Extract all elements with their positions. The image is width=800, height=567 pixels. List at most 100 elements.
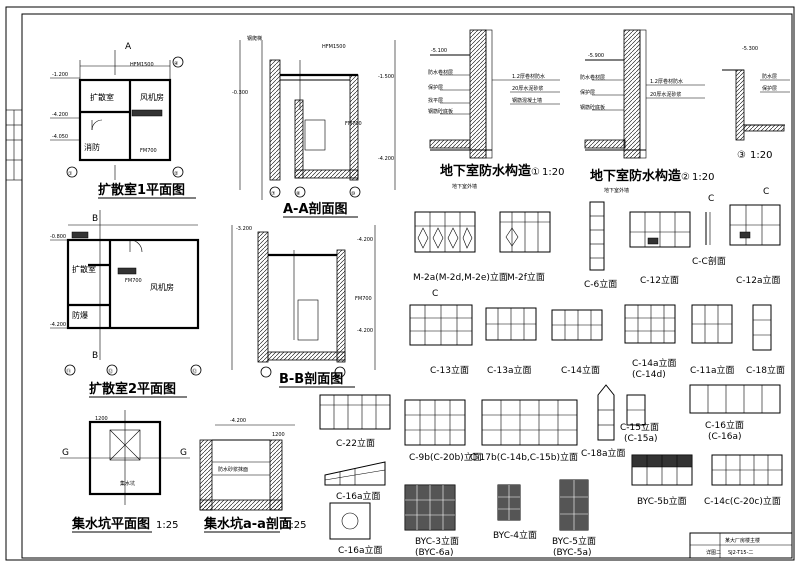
- svg-text:防水卷材层: 防水卷材层: [428, 69, 453, 76]
- svg-text:FM700: FM700: [140, 148, 157, 154]
- elev-c12-label: C-12立面: [640, 274, 679, 286]
- title-block: 某大厂房楼主楼 详图二 SJ2-T15-二: [689, 532, 793, 559]
- svg-text:1.2厚卷材防水: 1.2厚卷材防水: [512, 73, 545, 80]
- svg-text:①: ①: [68, 171, 73, 177]
- svg-text:-4.200: -4.200: [50, 322, 66, 328]
- svg-text:C: C: [708, 194, 714, 204]
- grid-axis-bubble: [66, 166, 78, 178]
- elev-byc5-label: BYC-5立面: [552, 535, 596, 547]
- section-bb-title: B-B剖面图: [279, 371, 343, 387]
- elev-c11a-drawing: [691, 304, 733, 344]
- svg-text:⑫: ⑫: [108, 368, 113, 375]
- elev-c22-label: C-22立面: [336, 437, 375, 449]
- sump-plan-title: 集水坑平面图: [71, 516, 150, 532]
- svg-text:-0.300: -0.300: [232, 90, 248, 96]
- elev-c13a-label: C-13a立面: [487, 364, 532, 376]
- svg-text:钢筋砼底板: 钢筋砼底板: [428, 108, 453, 115]
- grid-axis-bubble: [269, 186, 281, 198]
- svg-text:地下室外墙: 地下室外墙: [452, 183, 477, 190]
- svg-text:(C-14d): (C-14d): [632, 370, 666, 380]
- svg-text:1:20: 1:20: [750, 150, 772, 161]
- svg-text:B: B: [92, 351, 98, 361]
- elev-m2a-drawing: [414, 211, 476, 253]
- sheet-border: [5, 6, 795, 561]
- svg-text:FM700: FM700: [355, 296, 372, 302]
- plan1-title: 扩散室1平面图: [98, 182, 185, 198]
- elev-c18-drawing: [752, 304, 772, 351]
- elev-c14-drawing: [551, 309, 603, 341]
- svg-text:保护层: 保护层: [428, 84, 443, 91]
- elev-c11a-label: C-11a立面: [690, 364, 735, 376]
- svg-text:风机房: 风机房: [150, 282, 174, 292]
- svg-text:1200: 1200: [272, 432, 285, 438]
- elev-c14c-label: C-14c(C-20c)立面: [704, 495, 781, 507]
- elev-cc-label: C-C剖面: [692, 255, 726, 267]
- elev-c15-drawing: [626, 394, 646, 426]
- elev-c6-label: C-6立面: [584, 278, 617, 290]
- svg-text:G: G: [62, 448, 69, 458]
- waterproof-detail-1: -5.100 防水卷材层 保护层 找平层 钢筋砼底板 1.2厚卷材防水 20厚水…: [428, 29, 560, 159]
- svg-text:FM700: FM700: [345, 121, 362, 127]
- elev-byc5-drawing: [559, 479, 589, 531]
- svg-text:-5.100: -5.100: [431, 48, 447, 54]
- waterproof-detail-2: -5.900 防水卷材层 保护层 钢筋砼底板 1.2厚卷材防水 20厚水泥砂浆: [580, 29, 705, 159]
- svg-text:-3.200: -3.200: [236, 226, 252, 232]
- elev-c14a-label: C-14a立面: [632, 357, 677, 369]
- elev-m2a-label: M-2a(M-2d,M-2e)立面: [413, 271, 508, 283]
- svg-text:SJ2-T15-二: SJ2-T15-二: [728, 550, 753, 556]
- grid-axis-bubble: [349, 186, 361, 198]
- elev-cc-drawing: [705, 212, 711, 245]
- svg-text:(BYC-6a): (BYC-6a): [415, 548, 453, 558]
- svg-text:防爆: 防爆: [72, 310, 88, 320]
- elev-byc4-drawing: [497, 484, 521, 521]
- elev-byc3-label: BYC-3立面: [415, 535, 459, 547]
- svg-text:HFM1500: HFM1500: [322, 44, 346, 50]
- plan1-section-mark: A: [125, 42, 132, 52]
- svg-text:-1.200: -1.200: [52, 72, 68, 78]
- plan2-title: 扩散室2平面图: [89, 381, 176, 397]
- svg-text:B: B: [92, 214, 98, 224]
- svg-text:找平层: 找平层: [428, 97, 443, 104]
- svg-text:1:20: 1:20: [542, 167, 564, 178]
- elev-c12-drawing: [629, 211, 691, 248]
- elev-c14-label: C-14立面: [561, 364, 600, 376]
- elev-byc4-label: BYC-4立面: [493, 529, 537, 541]
- left-title-strip: [6, 109, 22, 181]
- elev-c13a-drawing: [485, 307, 537, 341]
- elev-c15-label: C-15立面: [620, 421, 659, 433]
- elev-c16-label: C-16立面: [705, 419, 744, 431]
- elev-c22-drawing: [319, 394, 391, 430]
- grid-axis-bubble: [106, 364, 118, 376]
- svg-text:④: ④: [174, 61, 179, 67]
- elev-c9b-drawing: [404, 399, 466, 446]
- elev-c16a-label: C-16a立面: [336, 490, 381, 502]
- section-aa-title: A-A剖面图: [283, 201, 348, 217]
- elev-c14a-drawing: [624, 304, 676, 344]
- svg-text:扩散室: 扩散室: [72, 264, 96, 274]
- svg-text:1:20: 1:20: [692, 172, 714, 183]
- svg-text:C: C: [763, 187, 769, 197]
- svg-text:(C-16a): (C-16a): [708, 432, 742, 442]
- svg-text:防水砂浆抹面: 防水砂浆抹面: [218, 466, 248, 473]
- plan1-drawing: A A 扩散室 风机房 消防 -1.200 -4.200 -4.050 FM70…: [50, 42, 184, 193]
- svg-text:消防: 消防: [84, 142, 100, 152]
- grid-axis-bubble: [172, 166, 184, 178]
- elev-c14c-drawing: [711, 454, 783, 486]
- svg-text:20厚水泥砂浆: 20厚水泥砂浆: [650, 91, 681, 98]
- grid-axis-bubble: [334, 366, 346, 378]
- sump-section-drawing: -4.200 防水砂浆抹面 1200: [199, 418, 295, 511]
- grid-axis-bubble: [64, 364, 76, 376]
- svg-text:(BYC-5a): (BYC-5a): [553, 548, 591, 558]
- svg-text:集水坑: 集水坑: [120, 480, 135, 487]
- waterproof-title-2: 地下室防水构造: [590, 168, 682, 184]
- waterproof-detail-3: -5.300 防水层 保护层: [722, 46, 790, 141]
- elev-c18a-drawing: [597, 384, 615, 441]
- plan2-drawing: B B 扩散室 防爆 风机房 -0.800 -4.200 FM700 ⑪ ⑫ ⑫: [50, 210, 202, 376]
- svg-text:1.2厚卷材防水: 1.2厚卷材防水: [650, 78, 683, 85]
- elev-c13-drawing: [409, 304, 473, 346]
- svg-text:-4.050: -4.050: [52, 134, 68, 140]
- svg-text:-4.200: -4.200: [52, 112, 68, 118]
- waterproof-title-1: 地下室防水构造: [440, 163, 532, 179]
- elev-m2f-label: M-2f立面: [507, 271, 545, 283]
